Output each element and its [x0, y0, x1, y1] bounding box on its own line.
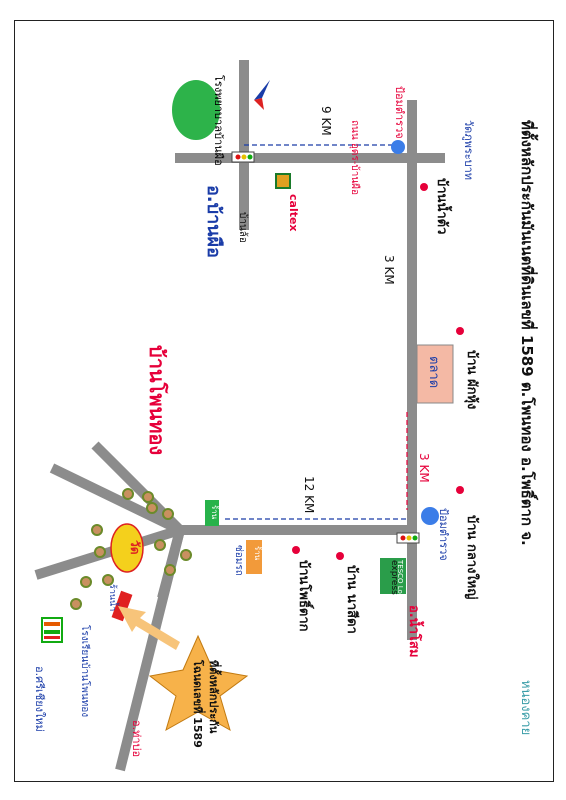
village-houses: [70, 488, 192, 610]
shop-repair-label: ร้าน: [253, 546, 262, 561]
shop-box-orange: [246, 540, 262, 574]
tesco-label: TESCO Lotus: [396, 559, 404, 605]
highway-label: ถนน อุดร-บ้านผือ: [349, 120, 361, 195]
to-ban-lue-label: บ้านล้อ: [237, 212, 249, 243]
traffic-light-top: [231, 151, 255, 163]
distance-arrows: [225, 144, 406, 520]
north-arrow-icon: [254, 80, 270, 100]
road-branch-3: [34, 525, 182, 580]
police1-label: ป้อมตำรวจ: [393, 86, 406, 139]
to-tha-bo-label: อ.ท่าบ่อ: [130, 720, 143, 757]
distance-3km-a: 3 KM: [382, 255, 396, 285]
star-arrow: [118, 606, 180, 650]
school-bar: [111, 590, 133, 622]
road-branch-1: [49, 463, 183, 535]
tesco-box: [380, 558, 406, 594]
title-text: ที่ตั้งหลักประกันมันเนตที่ดินเลขที่ 1589…: [518, 120, 539, 546]
to-si-chiang-mai-label: อ.ศรีเชียงใหม่: [33, 666, 46, 732]
police-circle-mid: [421, 507, 439, 525]
wat-label: วัด: [128, 540, 142, 555]
caltex-label: caltex: [287, 194, 300, 232]
hospital-label: โรงพยาบาลบ้านผือ: [212, 75, 226, 166]
distance-9km: 9 KM: [319, 106, 333, 136]
road-branch-4: [157, 528, 185, 600]
district-label: อ.บ้านผือ: [203, 185, 224, 258]
nam-tao-shop-label: ร้านน้ำ: [107, 584, 120, 611]
wat-oval: [110, 523, 144, 573]
distance-3km-b: 3 KM: [417, 453, 431, 483]
traffic-light-mid: [396, 532, 420, 544]
ban-klang-yai-label: บ้าน กลางใหญ่: [464, 515, 481, 599]
village-dots: [292, 183, 464, 560]
ban-pho-tak-label: บ้านโพธิ์ตาก: [296, 560, 315, 632]
province-text: หนองคาย: [518, 680, 533, 735]
seven-eleven-logo: [41, 617, 63, 643]
wat-phra-bat-label: วัดภูพระบาท: [462, 120, 475, 180]
map-text: ที่ตั้งหลักประกันมันเนตที่ดินเลขที่ 1589…: [33, 75, 539, 757]
location-star: [148, 634, 249, 732]
police2-label: ป้อมตำรวจ: [437, 508, 450, 561]
to-nam-som-label: อ.น้ำโสม: [406, 605, 425, 657]
shop-repair2-label: ซ่อมรถ: [233, 545, 244, 576]
ban-phak-hung-label: บ้าน ผักหุ้ง: [464, 350, 480, 409]
ban-nam-tao-label: บ้านน้ำต้ว: [434, 178, 453, 234]
star-text-2: โฉนดเลขที่ 1589: [191, 659, 206, 748]
village-main-label: บ้านโพนทอง: [145, 345, 169, 455]
express-label: express: [389, 560, 399, 595]
police-circle-top: [391, 140, 405, 154]
ban-na-sida-label: บ้าน นาสีดา: [344, 565, 360, 634]
shop-kaset-label: ร้าน: [210, 505, 219, 520]
roads: [34, 60, 445, 772]
school-label: โรงเรียนบ้านโพนทอง: [79, 625, 92, 717]
distance-12km: 12 KM: [302, 476, 316, 513]
star-text-1: ที่ตั้งหลักประกัน: [207, 660, 222, 734]
market-label: ตลาด: [426, 356, 441, 388]
hospital-bubble: [172, 80, 220, 140]
market-box: [416, 344, 454, 404]
shop-sign-green: [205, 500, 219, 526]
caltex-logo: [275, 173, 291, 189]
page-border: [14, 20, 554, 782]
